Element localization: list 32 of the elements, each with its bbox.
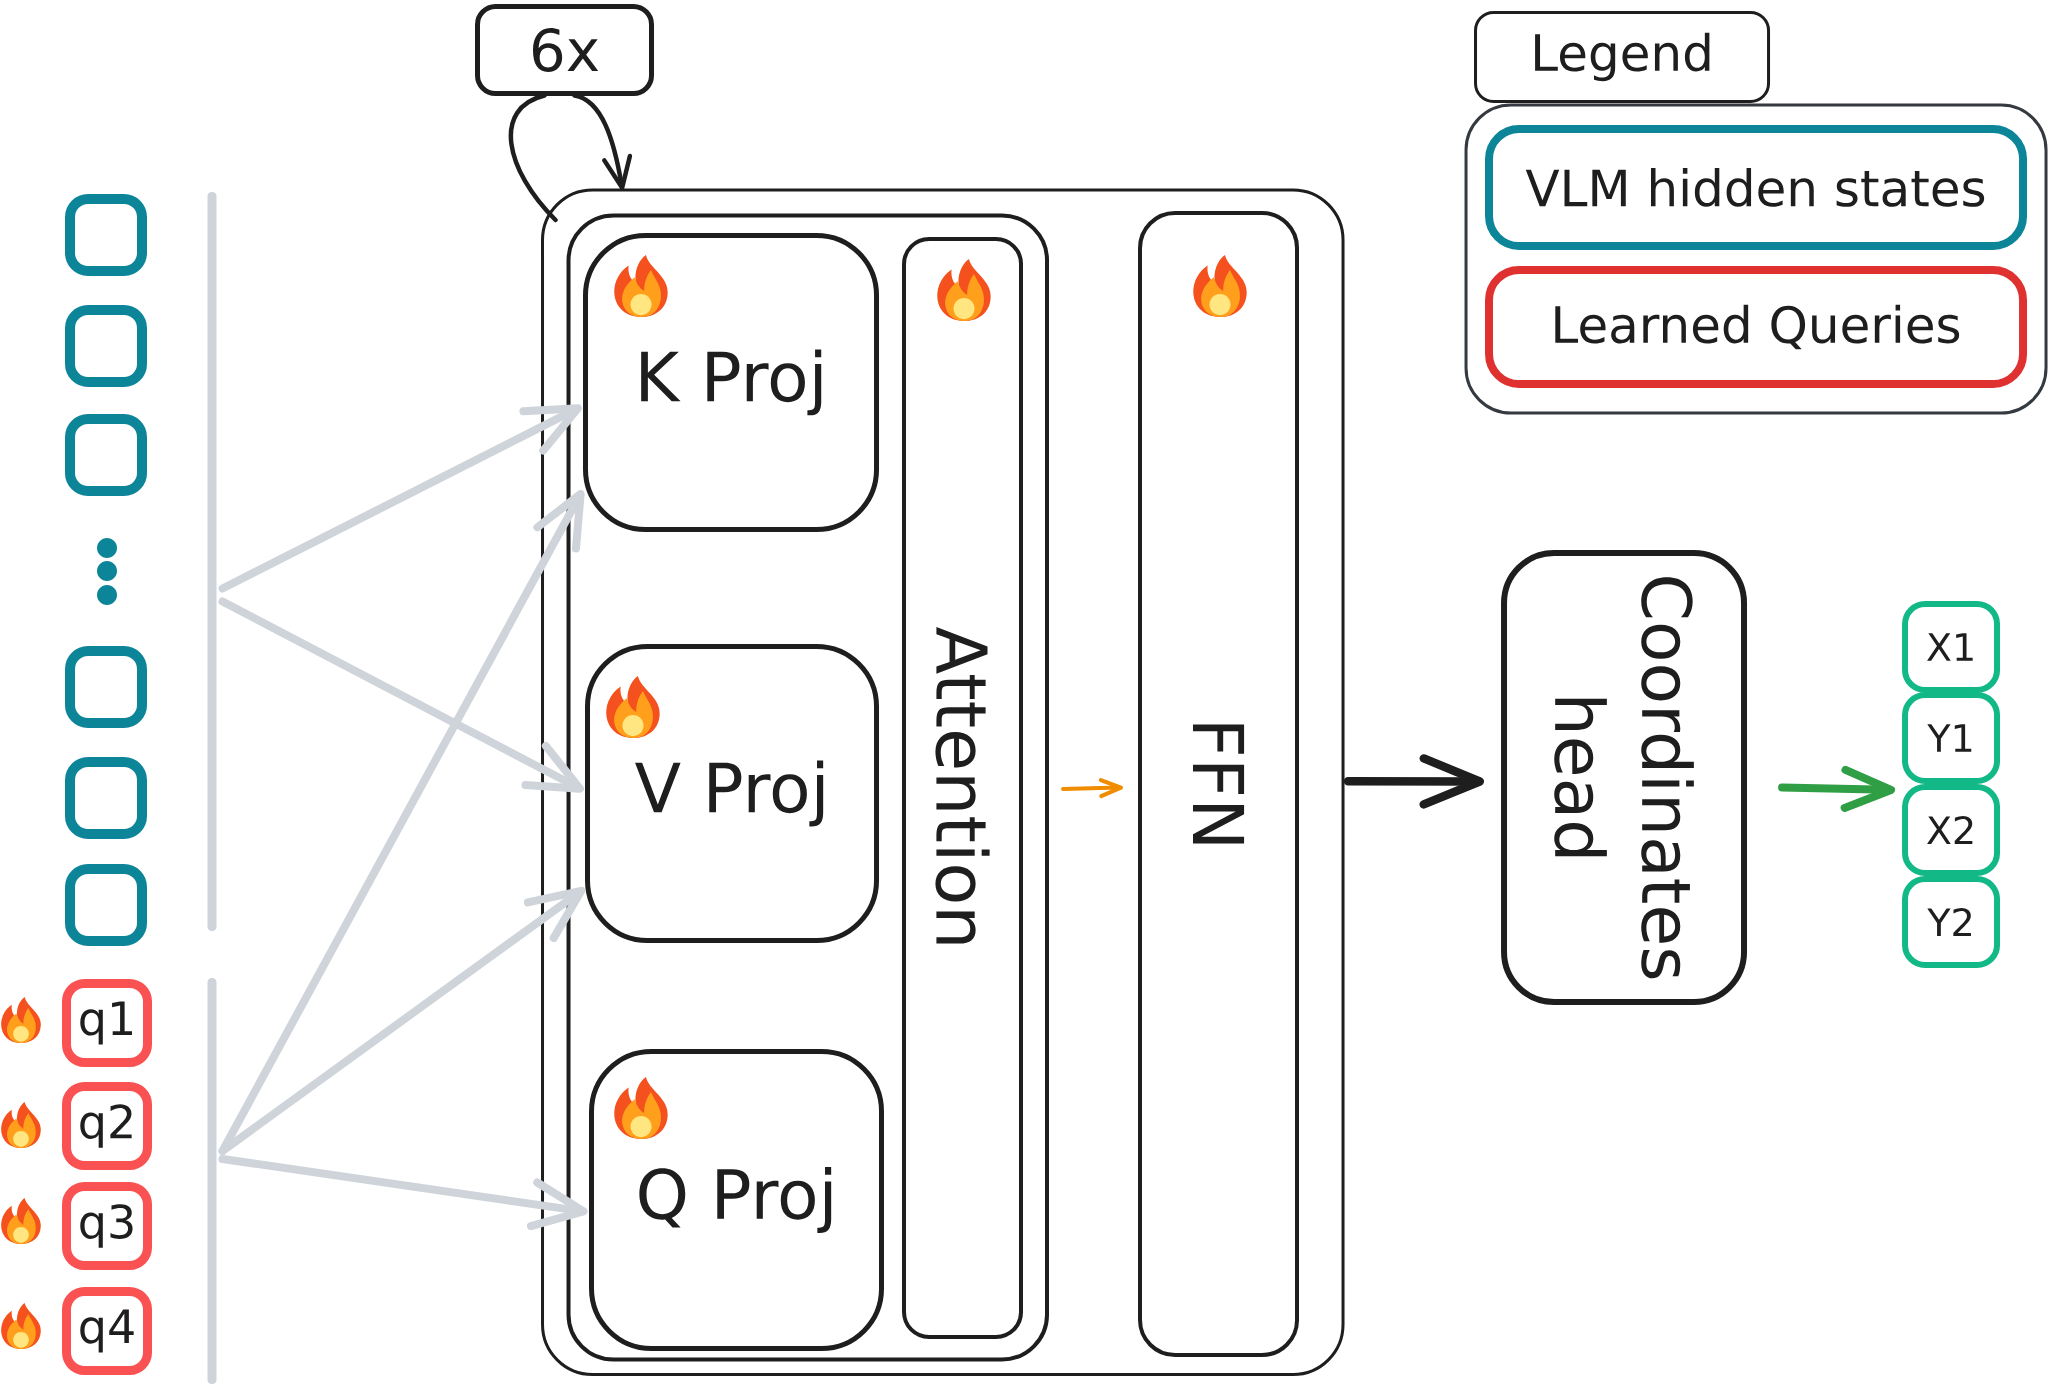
projection-box: K Proj bbox=[583, 233, 879, 532]
legend-entry: Learned Queries bbox=[1485, 266, 2028, 388]
projection-box: V Proj bbox=[585, 644, 879, 943]
loop-line bbox=[508, 93, 558, 223]
output-box: X2 bbox=[1902, 784, 2001, 876]
head-box: Coordinates head bbox=[1501, 550, 1748, 1005]
query-box: q1 bbox=[62, 979, 152, 1067]
query-box: q2 bbox=[62, 1082, 152, 1170]
output-box: Y1 bbox=[1902, 692, 2001, 784]
attention-block-frame bbox=[566, 213, 1050, 1362]
arrow bbox=[218, 404, 582, 593]
query-box: q3 bbox=[62, 1182, 152, 1270]
loop-arrow bbox=[572, 93, 633, 191]
arrow bbox=[218, 1155, 588, 1230]
arrow bbox=[1778, 765, 1896, 812]
legend-title: Legend bbox=[1474, 11, 1771, 103]
ffn-box: FFN bbox=[1138, 211, 1300, 1357]
arrow bbox=[1061, 778, 1123, 799]
bracket-bar bbox=[207, 192, 217, 931]
output-box: Y2 bbox=[1902, 876, 2001, 968]
projection-box: Q Proj bbox=[589, 1049, 884, 1351]
arrow bbox=[218, 490, 585, 1155]
legend-entry: VLM hidden states bbox=[1485, 125, 2028, 250]
attention-box: Attention bbox=[902, 237, 1023, 1339]
bracket-bar bbox=[207, 978, 217, 1384]
arrow bbox=[1343, 754, 1484, 809]
arrow bbox=[218, 597, 584, 793]
output-box: X1 bbox=[1902, 601, 2001, 693]
block-frame bbox=[541, 188, 1345, 1376]
repeat-box: 6x bbox=[475, 4, 654, 96]
query-box: q4 bbox=[62, 1287, 152, 1375]
arrow bbox=[218, 886, 586, 1155]
